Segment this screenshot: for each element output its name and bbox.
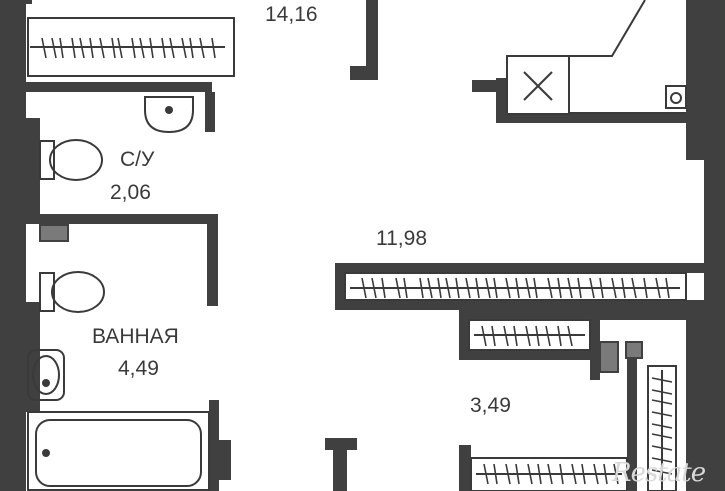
wall-closet-bottom: [459, 350, 591, 360]
wardrobe-top-left: [27, 17, 235, 77]
area-label-wc: 2,06: [110, 181, 151, 204]
area-label-closet: 3,49: [470, 394, 511, 417]
wall-bath-inner: [26, 302, 40, 412]
closet-rails: [468, 319, 677, 491]
wall-closet-divider: [590, 320, 600, 380]
wall-closet-lower-left: [459, 445, 471, 491]
toilet-wc-tank: [39, 140, 55, 180]
wall-bath-right-low: [209, 400, 219, 491]
wall-right-upper: [686, 0, 704, 160]
bathtub-drain: [42, 449, 50, 457]
wall-bath-right: [207, 224, 218, 306]
riser-circle: [670, 92, 682, 104]
sink-wc: [144, 96, 194, 134]
top-left-wardrobe: [27, 17, 235, 77]
shafts: [39, 224, 643, 373]
sink-wc-drain: [165, 106, 173, 114]
wardrobe-hall: [344, 272, 687, 301]
wall-wc-right: [205, 92, 215, 132]
toilet-wc-bowl: [49, 139, 103, 181]
hall-wardrobe: [344, 272, 687, 301]
bathtub: [27, 411, 210, 491]
shaft-bathroom: [39, 224, 69, 242]
wall-wardrobe-top: [335, 263, 704, 273]
stove-box: [506, 55, 570, 115]
sink-bath-bowl: [32, 355, 60, 395]
wall-kitchen-bottom: [496, 113, 686, 123]
area-label-top-room: 14,16: [265, 3, 318, 26]
riser-box: [665, 85, 687, 109]
wall-bath-right-stub: [219, 440, 231, 480]
wall-top-room-stub: [366, 0, 378, 80]
wall-kitchen-stub: [472, 80, 507, 92]
wall-entry-t-bar: [325, 438, 357, 450]
wall-left-outer: [0, 0, 26, 491]
wall-right-outer: [704, 0, 725, 491]
hanger-marks: [41, 37, 216, 59]
shaft-closet-2: [625, 341, 643, 359]
wall-left-shelf-top: [26, 0, 32, 4]
area-label-bathroom: 4,49: [118, 357, 159, 380]
wall-wardrobe-bottom: [335, 300, 704, 310]
toilet-bath-tank: [39, 272, 55, 312]
wall-kitchen-left: [496, 78, 507, 123]
area-label-hall: 11,98: [376, 227, 427, 250]
bathtub-inner: [35, 419, 202, 487]
wall-closet-top: [459, 310, 704, 320]
kitchen-unit: [506, 0, 687, 115]
shaft-closet-1: [599, 341, 619, 373]
wall-entry-t-stem: [333, 450, 347, 491]
stove-cross-b: [523, 71, 553, 101]
wall-bath-top: [26, 214, 218, 224]
room-name-bathroom: ВАННАЯ: [92, 325, 179, 348]
watermark-logo: Restate: [612, 458, 706, 488]
wall-top-room-stub-foot: [350, 66, 378, 80]
wall-closet-right: [686, 310, 704, 491]
counter-outline: [569, 0, 646, 57]
wc-fixtures: [39, 96, 194, 181]
wall-wc-top: [26, 82, 212, 92]
wall-closet-inner: [627, 350, 637, 491]
hall-hanger-marks: [361, 277, 670, 299]
toilet-bath-bowl: [51, 271, 105, 313]
bathroom-fixtures: [27, 271, 210, 491]
room-name-wc: С/У: [120, 148, 155, 171]
sink-bath: [27, 349, 65, 401]
wall-wardrobe-left: [335, 263, 345, 309]
wall-closet-left: [459, 310, 469, 360]
sink-bath-drain: [42, 379, 50, 387]
wall-wc-inner: [26, 118, 40, 214]
